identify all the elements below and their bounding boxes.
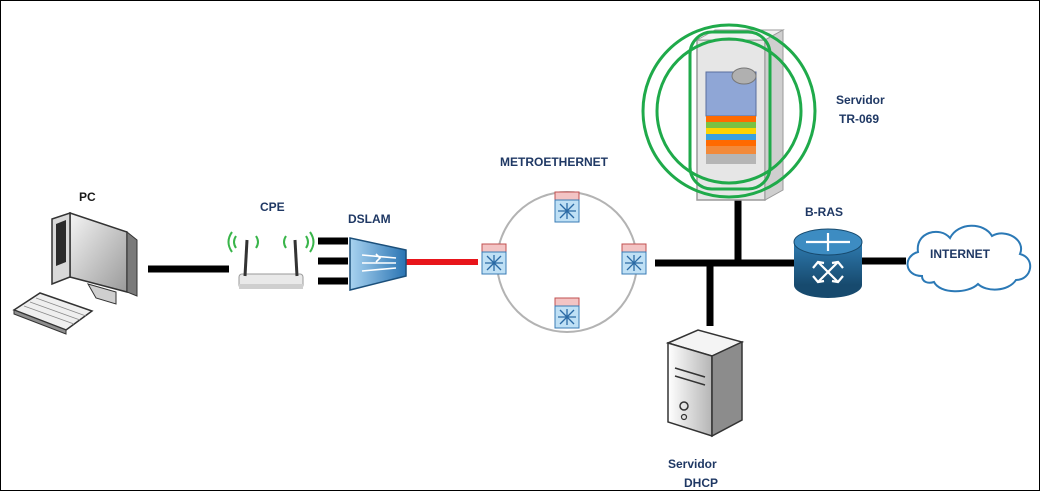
dslam-icon [349, 237, 407, 291]
tr069-label-line1: Servidor [836, 93, 885, 107]
switch-icon [481, 243, 507, 275]
dhcp-label-line1: Servidor [668, 457, 717, 471]
metro-label: METROETHERNET [500, 155, 609, 169]
switch-icon [554, 297, 580, 329]
dhcp-label-line2: DHCP [684, 476, 718, 490]
tr069-highlight [641, 23, 817, 199]
switch-icon [554, 191, 580, 223]
dslam-label: DSLAM [348, 212, 391, 226]
pc-icon [12, 211, 138, 335]
wifi-router-icon [227, 231, 315, 289]
cloud-icon [906, 224, 1031, 293]
router-icon [793, 228, 863, 298]
bras-label: B-RAS [805, 205, 843, 219]
switch-icon [621, 243, 647, 275]
pc-label: PC [79, 190, 96, 204]
tower-server-icon [665, 329, 745, 438]
internet-label: INTERNET [930, 247, 991, 261]
tr069-label-line2: TR-069 [839, 112, 879, 126]
cpe-label: CPE [260, 200, 285, 214]
